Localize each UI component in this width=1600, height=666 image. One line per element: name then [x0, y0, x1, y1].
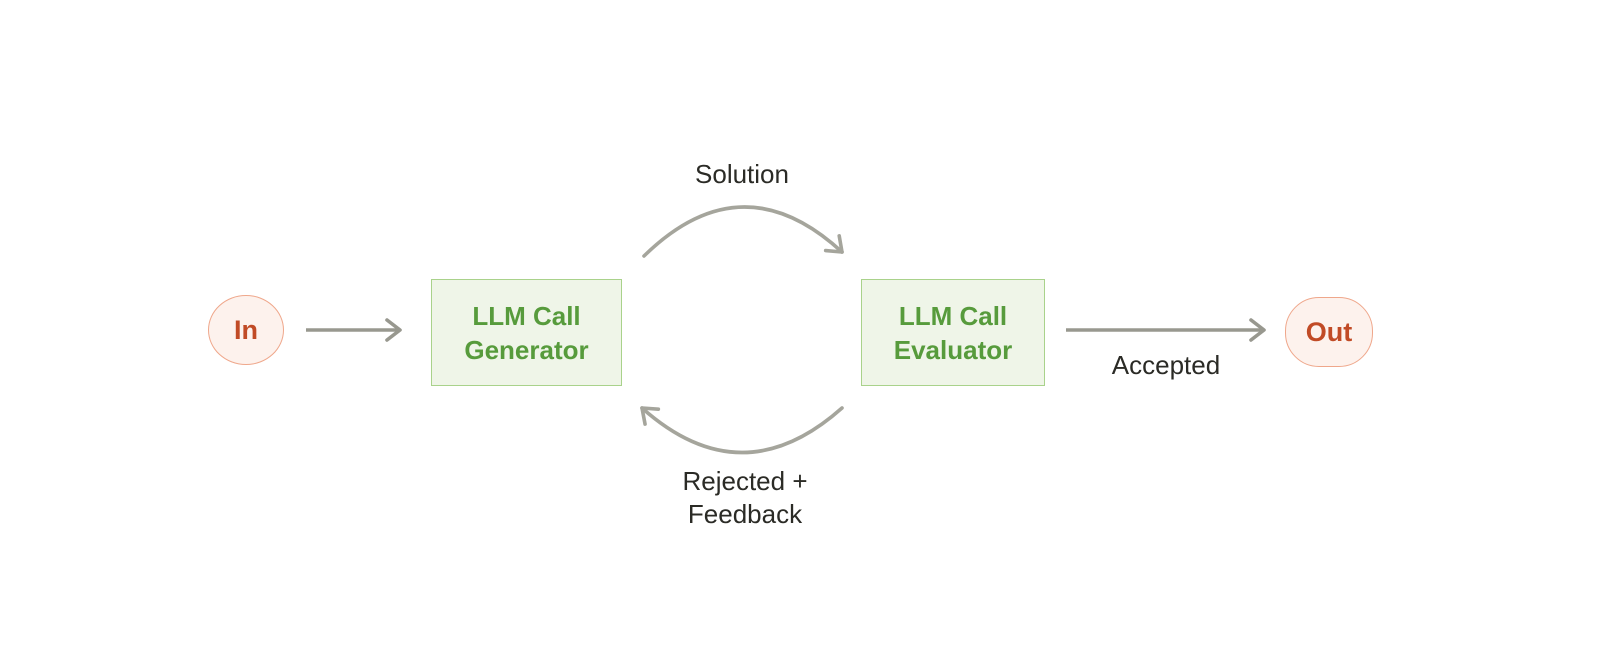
rejected-feedback-edge-label: Rejected + Feedback	[682, 466, 808, 529]
node-out: Out	[1285, 297, 1373, 367]
node-llm-call-evaluator: LLM Call Evaluator	[861, 279, 1045, 386]
node-llm-call-evaluator-label: LLM Call Evaluator	[893, 300, 1013, 365]
node-in-label: In	[234, 314, 258, 345]
node-llm-call-generator: LLM Call Generator	[431, 279, 622, 386]
node-llm-call-generator-label: LLM Call Generator	[464, 300, 589, 365]
solution-arc-arrow	[642, 205, 844, 258]
node-out-label: Out	[1305, 316, 1353, 347]
node-in: In	[208, 295, 284, 365]
solution-edge-label: Solution	[695, 159, 789, 189]
feedback-arc-arrow	[640, 406, 844, 455]
accepted-edge-label: Accepted	[1111, 350, 1221, 380]
